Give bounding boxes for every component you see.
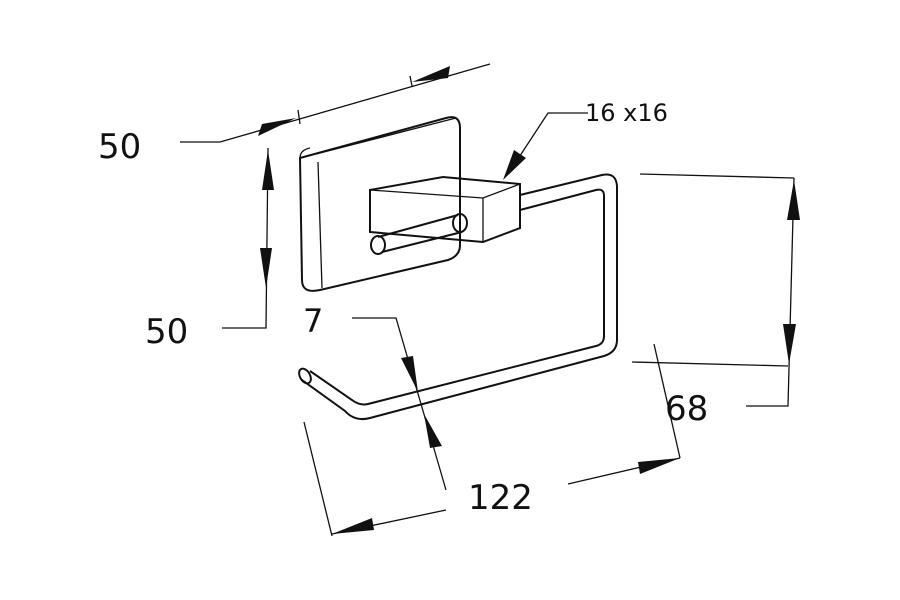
plate-height-label: 50: [145, 312, 188, 352]
square-post: [369, 175, 521, 244]
dim-rod-diameter: 7: [303, 302, 447, 491]
rod-diameter-label: 7: [303, 302, 323, 340]
pin: [370, 213, 468, 255]
dim-post-size: 16 x16: [503, 99, 668, 180]
total-depth-label: 122: [468, 478, 533, 518]
post-size-label: 16 x16: [585, 99, 668, 127]
wall-plate: [298, 116, 461, 292]
dim-total-depth: 122: [303, 343, 681, 537]
dim-plate-width: 50: [98, 63, 491, 167]
dim-total-height: 68: [631, 173, 800, 429]
total-height-label: 68: [665, 389, 708, 429]
dim-plate-height: 50: [145, 147, 274, 352]
holder-rod: [298, 173, 618, 421]
plate-width-label: 50: [98, 127, 141, 167]
